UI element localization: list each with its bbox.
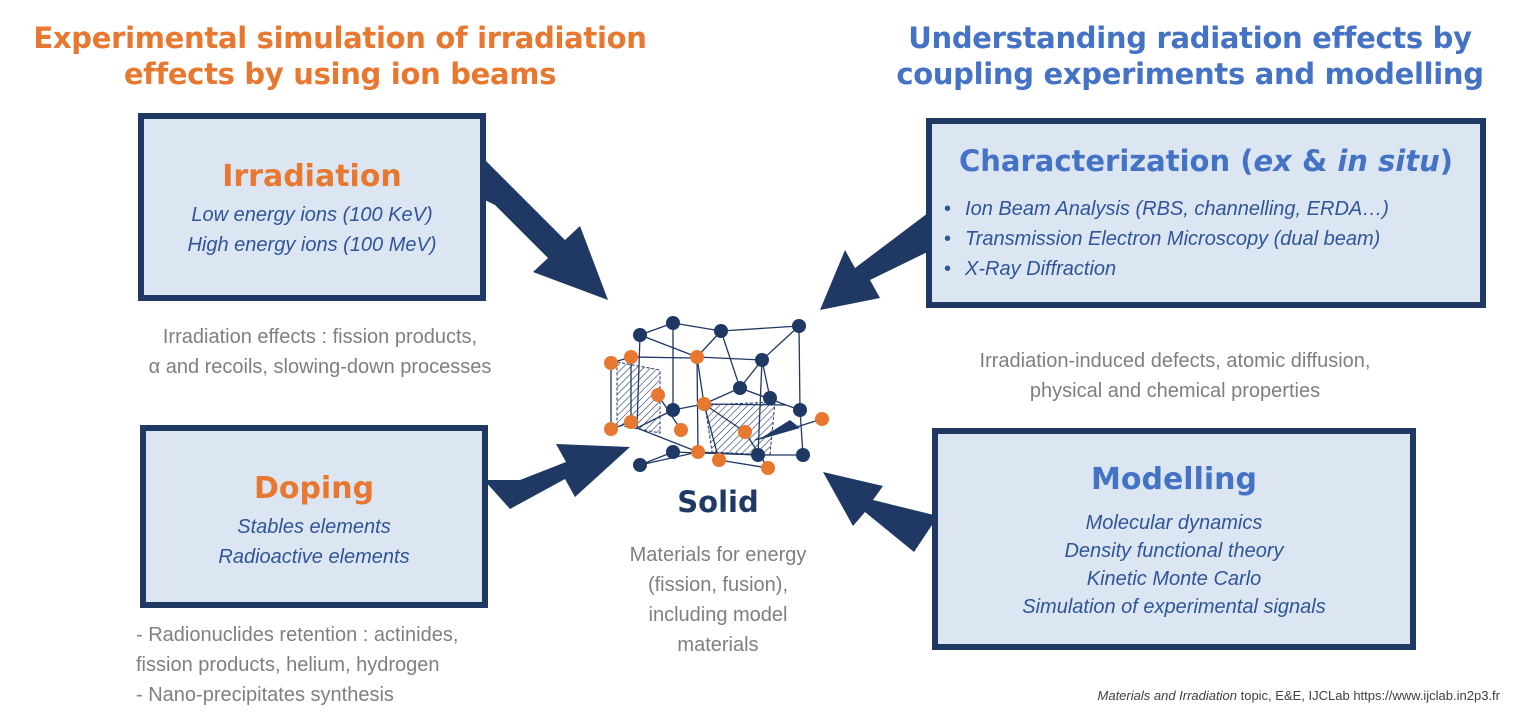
right-heading-line-2: coupling experiments and modelling	[896, 57, 1484, 91]
doping-line-1: Stables elements	[237, 516, 391, 538]
crystal-lattice-icon	[604, 316, 829, 475]
irradiation-effects-line-1: Irradiation effects : fission products,	[162, 326, 478, 348]
solid-description-line-1: Materials for energy	[629, 544, 807, 566]
arrow-characterization-to-solid	[820, 210, 952, 310]
doping-effects-line-1: - Radionuclides retention : actinides,	[136, 624, 459, 646]
right-heading-line-1: Understanding radiation effects by	[908, 21, 1472, 55]
modelling-line-3: Kinetic Monte Carlo	[1086, 568, 1262, 590]
characterization-list: •Ion Beam Analysis (RBS, channelling, ER…	[944, 194, 1480, 284]
solid-title: Solid	[677, 485, 759, 519]
doping-effects-line-2: fission products, helium, hydrogen	[136, 654, 440, 676]
modelling-line-4: Simulation of experimental signals	[1022, 596, 1326, 618]
footer-credit: Materials and Irradiation topic, E&E, IJ…	[960, 688, 1500, 703]
irradiation-title: Irradiation	[222, 159, 402, 194]
modelling-lines: Molecular dynamics Density functional th…	[938, 509, 1410, 621]
arrow-doping-to-solid	[484, 444, 630, 509]
solid-description-line-4: materials	[677, 634, 759, 656]
doping-line-2: Radioactive elements	[218, 546, 410, 568]
defects-text: Irradiation-induced defects, atomic diff…	[910, 346, 1440, 406]
irradiation-line-2: High energy ions (100 MeV)	[187, 234, 437, 256]
doping-title: Doping	[253, 471, 375, 506]
list-item: •Ion Beam Analysis (RBS, channelling, ER…	[944, 198, 1389, 220]
arrow-modelling-to-solid	[823, 472, 938, 552]
arrow-irradiation-to-solid	[458, 160, 608, 300]
defects-text-line-2: physical and chemical properties	[1029, 380, 1321, 402]
characterization-title-insitu: in situ	[1337, 144, 1440, 178]
footer-italic: Materials and Irradiation	[1097, 688, 1237, 703]
irradiation-effects-line-2: α and recoils, slowing-down processes	[148, 356, 492, 378]
modelling-box: Modelling Molecular dynamics Density fun…	[932, 428, 1416, 650]
solid-description-line-3: including model	[648, 604, 788, 626]
characterization-title-amp: &	[1291, 144, 1338, 178]
left-heading-line-1: Experimental simulation of irradiation	[33, 21, 647, 55]
solid-description: Materials for energy (fission, fusion), …	[570, 540, 866, 660]
doping-effects: - Radionuclides retention : actinides, f…	[136, 620, 556, 710]
characterization-title: Characterization (ex & in situ)	[932, 144, 1480, 178]
characterization-box: Characterization (ex & in situ) •Ion Bea…	[926, 118, 1486, 308]
doping-box: Doping Stables elements Radioactive elem…	[140, 425, 488, 608]
characterization-title-close: )	[1439, 144, 1454, 178]
doping-effects-line-3: - Nano-precipitates synthesis	[136, 684, 394, 706]
list-item: •X-Ray Diffraction	[944, 258, 1117, 280]
arrows	[458, 160, 952, 552]
left-heading: Experimental simulation of irradiation e…	[20, 20, 660, 92]
footer-rest: topic, E&E, IJCLab https://www.ijclab.in…	[1236, 688, 1500, 703]
right-heading: Understanding radiation effects by coupl…	[870, 20, 1510, 92]
modelling-line-2: Density functional theory	[1064, 540, 1284, 562]
solid-description-line-2: (fission, fusion),	[647, 574, 789, 596]
characterization-title-ex: ex	[1253, 144, 1292, 178]
defects-text-line-1: Irradiation-induced defects, atomic diff…	[979, 350, 1371, 372]
irradiation-box: Irradiation Low energy ions (100 KeV) Hi…	[138, 113, 486, 301]
list-item: •Transmission Electron Microscopy (dual …	[944, 228, 1381, 250]
characterization-title-main: Characterization (	[958, 144, 1254, 178]
irradiation-effects: Irradiation effects : fission products, …	[90, 322, 550, 382]
modelling-title: Modelling	[1091, 462, 1257, 497]
left-heading-line-2: effects by using ion beams	[123, 57, 557, 91]
irradiation-line-1: Low energy ions (100 KeV)	[191, 204, 433, 226]
modelling-line-1: Molecular dynamics	[1085, 512, 1263, 534]
